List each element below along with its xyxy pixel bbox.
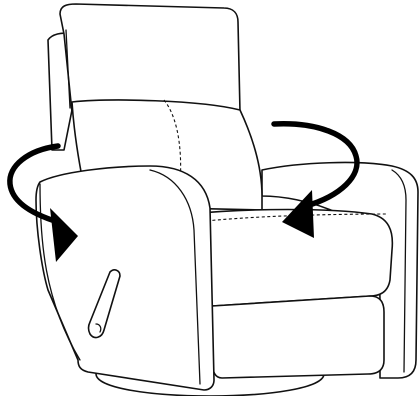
- left-armrest-body: [35, 165, 215, 391]
- recline-handle: [87, 269, 121, 339]
- headrest: [59, 3, 241, 129]
- recline-handle-grip: [95, 323, 102, 333]
- rotate-arrow-left-arc: [7, 143, 61, 225]
- right-armrest-edge: [391, 169, 407, 373]
- left-armrest-side-edge: [39, 183, 81, 361]
- rotate-arrow-right-head: [282, 190, 314, 238]
- footrest-front: [211, 295, 385, 379]
- recline-handle-lever: [87, 269, 121, 339]
- headrest-side-seam: [65, 29, 71, 109]
- rotate-arrow-right-arc: [271, 121, 360, 209]
- rotate-arrow-left-icon: [7, 143, 78, 262]
- seat: [189, 208, 394, 379]
- rotate-arrow-left-head: [50, 208, 78, 262]
- left-armrest-front-edge: [149, 169, 201, 385]
- rotate-arrow-right-icon: [271, 121, 360, 238]
- left-armrest: [35, 165, 215, 391]
- back-cushion-seam: [163, 99, 182, 205]
